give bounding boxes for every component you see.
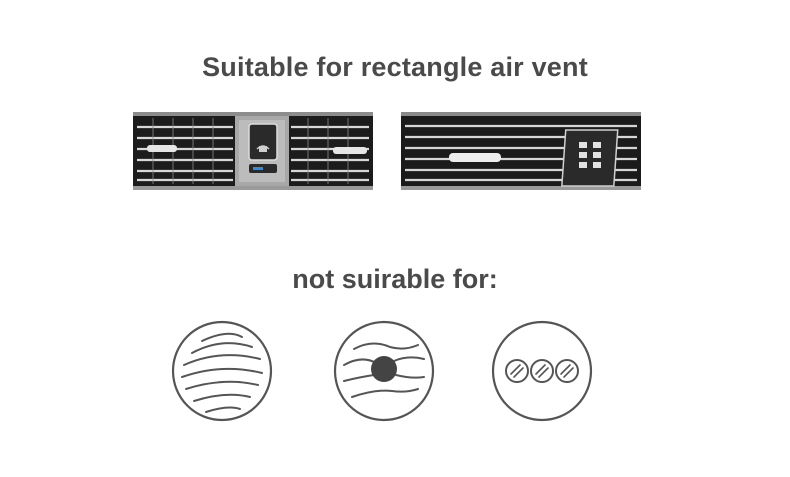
rectangle-vent-with-side-dial-photo bbox=[401, 112, 641, 190]
rectangle-vent-with-center-control-photo bbox=[133, 112, 373, 190]
not-suitable-title: not suirable for: bbox=[292, 264, 498, 294]
round-ball-vent-icon bbox=[333, 320, 435, 422]
round-spiral-vent-icon bbox=[171, 320, 273, 422]
suitable-title: Suitable for rectangle air vent bbox=[202, 52, 588, 82]
triple-round-vent-icon bbox=[491, 320, 593, 422]
